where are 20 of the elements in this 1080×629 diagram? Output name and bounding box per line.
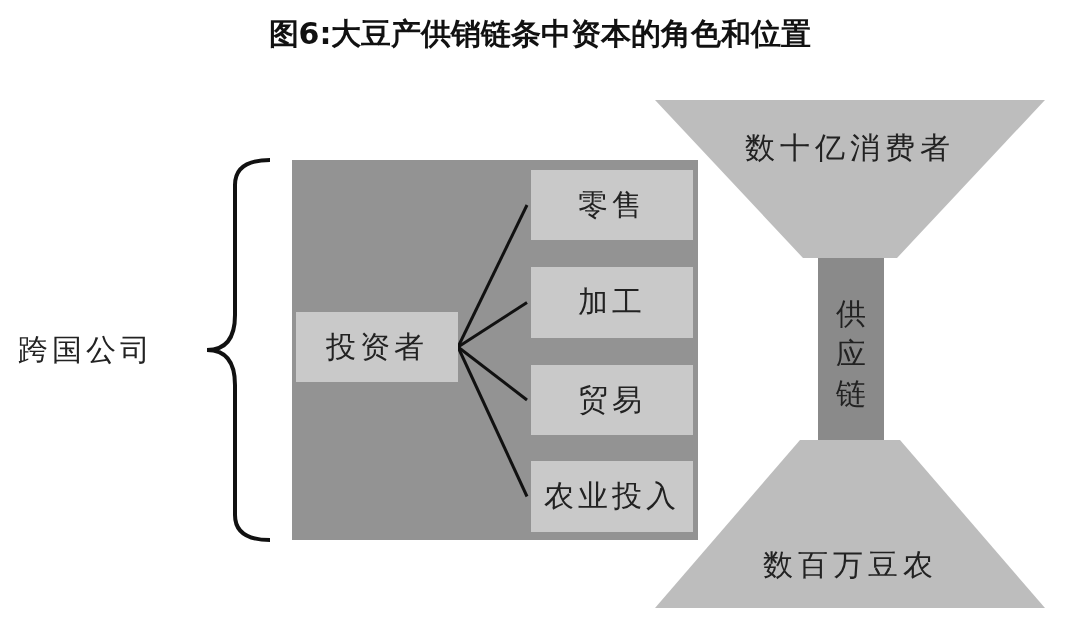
title: 图6:大豆产供销链条中资本的角色和位置 <box>267 15 813 53</box>
label-box <box>531 461 693 532</box>
group-label: 跨国公司 <box>18 331 154 369</box>
node-label: 数百万豆农 <box>761 546 939 584</box>
supply-chain-bar <box>818 258 884 440</box>
label-box <box>531 170 693 240</box>
node-label: 零售 <box>577 185 647 224</box>
funnel-triangle <box>655 100 1045 258</box>
node-label: 农业投入 <box>543 477 681 515</box>
connector-line <box>457 301 528 349</box>
label-box <box>531 365 693 435</box>
connector-line <box>457 345 528 402</box>
label-box <box>296 312 458 382</box>
node-label: 供应链 <box>835 295 867 413</box>
node-label: 加工 <box>577 283 647 321</box>
node-label: 投资者 <box>325 327 429 366</box>
node-label: 贸易 <box>577 380 647 419</box>
label-box <box>531 267 693 338</box>
node-label: 数十亿消费者 <box>744 129 956 167</box>
company-panel <box>292 160 698 540</box>
